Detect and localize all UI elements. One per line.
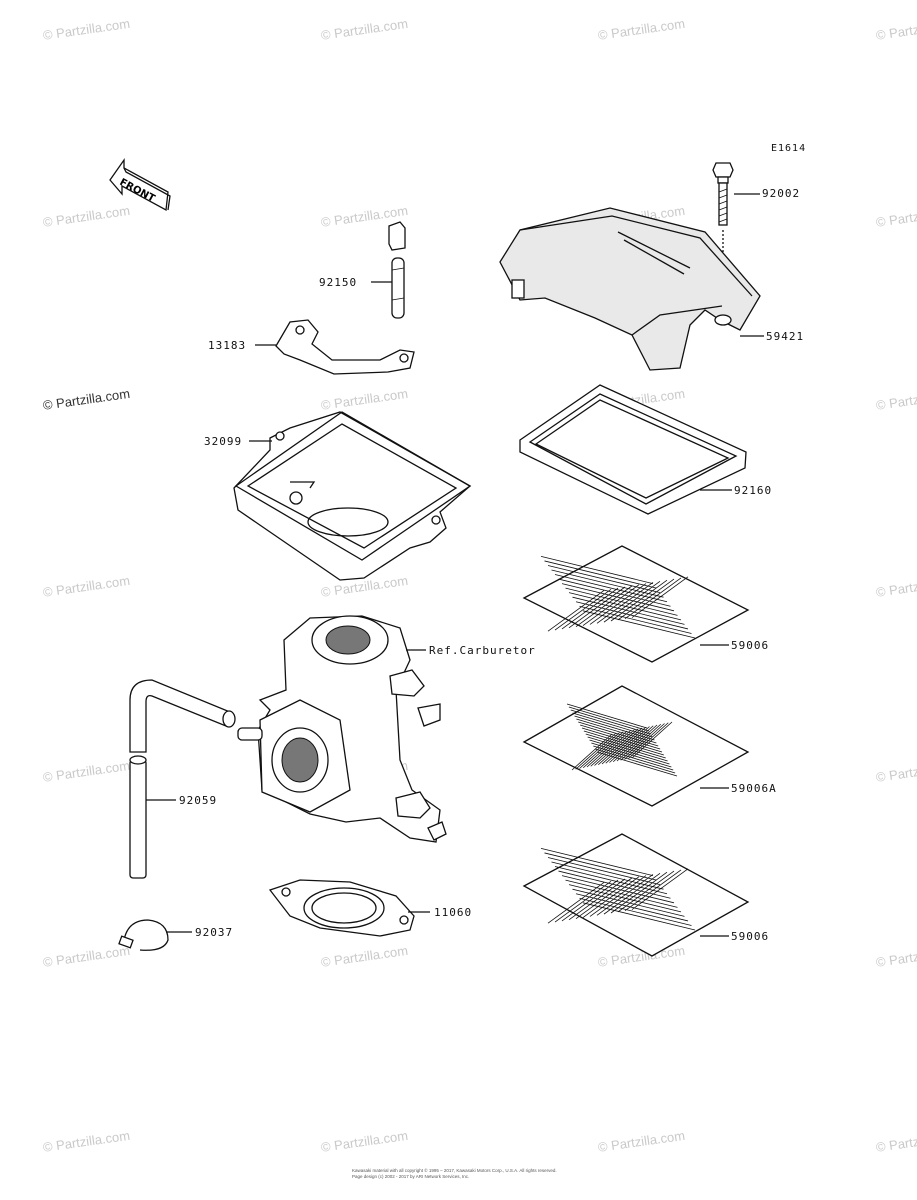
- part-label[interactable]: 92150: [319, 276, 358, 289]
- diagram-code: E1614: [771, 143, 807, 154]
- reference-label: Ref.Carburetor: [429, 644, 536, 657]
- copyright-footer: Kawasaki material with all copyright © 1…: [352, 1168, 572, 1180]
- clamp-92037: [118, 919, 169, 951]
- front-arrow-icon: FRONT: [109, 157, 171, 212]
- air-cleaner-cover-59421: [499, 207, 761, 371]
- part-label[interactable]: 32099: [204, 435, 243, 448]
- copyright-line: Page design (c) 2002 - 2017 by ARI Netwo…: [352, 1174, 470, 1179]
- part-label[interactable]: 13183: [208, 339, 247, 352]
- part-label[interactable]: 92059: [179, 794, 218, 807]
- screen-59006-top: [522, 545, 750, 663]
- screen-59006A: [522, 685, 750, 807]
- part-label[interactable]: 92160: [734, 484, 773, 497]
- air-box-32099: [233, 411, 472, 581]
- bracket-13183: [275, 319, 415, 375]
- part-label[interactable]: 59006: [731, 930, 770, 943]
- part-label[interactable]: 11060: [434, 906, 473, 919]
- carburetor: [237, 615, 447, 843]
- copyright-line: Kawasaki material with all copyright © 1…: [352, 1168, 557, 1173]
- part-label[interactable]: 59006A: [731, 782, 777, 795]
- gasket-92160: [519, 384, 747, 515]
- screen-59006-bottom: [522, 833, 750, 957]
- hose-92059: [129, 679, 236, 879]
- part-label[interactable]: 92002: [762, 187, 801, 200]
- part-label[interactable]: 92037: [195, 926, 234, 939]
- part-label[interactable]: 59421: [766, 330, 805, 343]
- stud-92150: [388, 221, 406, 319]
- part-label[interactable]: 59006: [731, 639, 770, 652]
- gasket-11060: [268, 879, 415, 937]
